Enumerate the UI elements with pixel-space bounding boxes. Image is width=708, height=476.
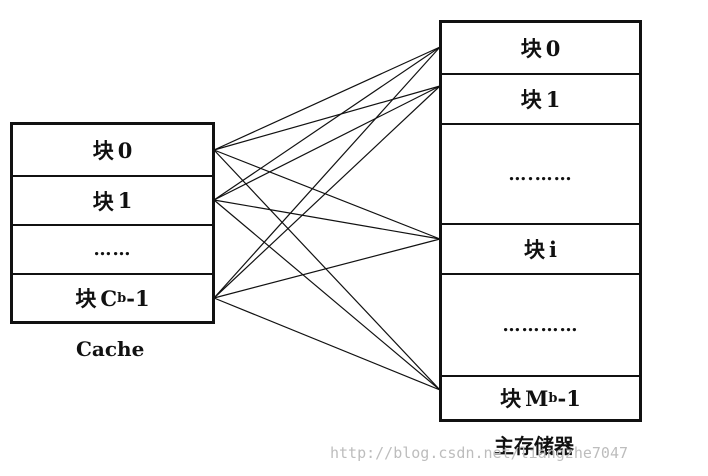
cache-block-0-index: 0 <box>117 137 133 163</box>
memory-block-ellipsis-upper: ….…… <box>442 123 639 223</box>
mapping-line-cache-block-1-to-memory-block-0 <box>213 46 441 201</box>
cache-block-0-prefix: 块 <box>92 138 114 163</box>
cache-block-last-sub: b <box>117 290 127 306</box>
memory-block-i-prefix: 块 <box>524 237 545 262</box>
mapping-line-cache-block-1-to-memory-block-1 <box>213 85 441 201</box>
mapping-line-cache-block-last-to-memory-block-1 <box>213 85 441 299</box>
mapping-line-cache-block-last-to-memory-block-0 <box>213 46 441 299</box>
memory-block-1-index: 1 <box>545 86 561 112</box>
memory-block-0-index: 0 <box>545 35 561 61</box>
cache-block-1: 块 1 <box>13 175 212 224</box>
memory-block-1: 块 1 <box>442 73 639 123</box>
cache-block-last-index: C <box>100 285 118 311</box>
cache-block-last-prefix: 块 <box>75 286 97 311</box>
memory-block-i: 块 i <box>442 223 639 273</box>
memory-block-last-index: M <box>525 385 549 411</box>
cache-block-1-index: 1 <box>117 188 133 213</box>
memory-ellipsis-lower: ………… <box>502 314 579 336</box>
mapping-line-cache-block-last-to-memory-block-i <box>213 238 441 299</box>
cache-caption: Cache <box>76 337 145 361</box>
memory-block-last-prefix: 块 <box>500 386 522 411</box>
mapping-line-cache-block-0-to-memory-block-last <box>213 149 441 391</box>
mapping-line-cache-block-0-to-memory-block-0 <box>213 46 441 151</box>
memory-ellipsis-upper: ….…… <box>508 163 573 185</box>
cache-block-last-suffix: -1 <box>126 285 150 311</box>
memory-block-0-prefix: 块 <box>520 36 542 61</box>
memory-block-0: 块 0 <box>442 23 639 73</box>
memory-block-1-prefix: 块 <box>520 87 542 112</box>
mapping-line-cache-block-1-to-memory-block-last <box>213 199 441 391</box>
memory-block-last-sub: b <box>548 390 558 406</box>
memory-block-last-suffix: -1 <box>557 385 581 411</box>
mapping-line-cache-block-1-to-memory-block-i <box>213 199 441 240</box>
mapping-line-cache-block-0-to-memory-block-i <box>213 149 441 240</box>
cache-block-ellipsis: …… <box>13 224 212 273</box>
cache-ellipsis: …… <box>93 239 132 260</box>
memory-block-i-index: i <box>549 236 557 262</box>
mapping-line-cache-block-0-to-memory-block-1 <box>213 85 441 151</box>
memory-block-ellipsis-lower: ………… <box>442 273 639 375</box>
cache-block-0: 块 0 <box>13 125 212 175</box>
mapping-line-cache-block-last-to-memory-block-last <box>213 297 441 391</box>
cache-block-1-prefix: 块 <box>92 188 114 214</box>
memory-caption: 主存储器 <box>494 434 574 458</box>
watermark: http://blog.csdn.net/liangzhe7047 <box>330 444 629 462</box>
